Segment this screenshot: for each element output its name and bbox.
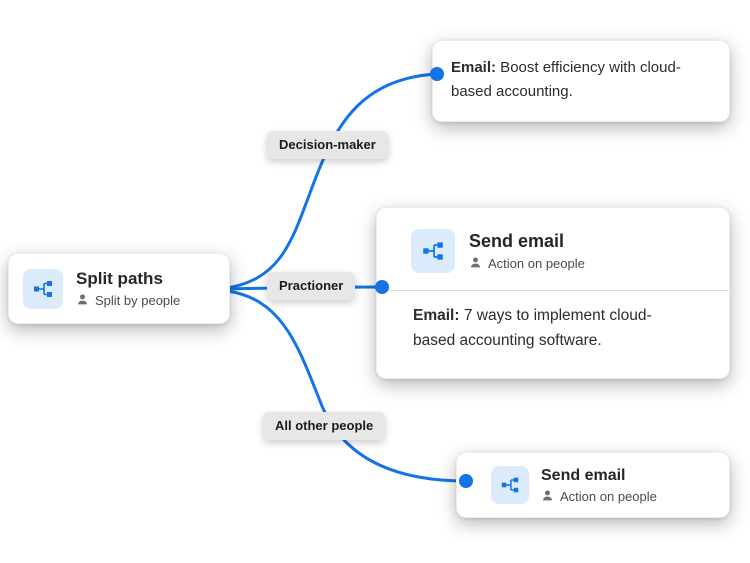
card-email-decision-maker[interactable]: Email: Boost efficiency with cloud-based… [432,40,730,122]
person-icon [76,293,89,308]
node-send-email-practioner[interactable]: Send email Action on people Email: 7 way… [376,207,730,379]
node-split-paths[interactable]: Split paths Split by people [8,253,230,324]
branch-label-practioner[interactable]: Practioner [267,272,356,300]
branch-label-decision-maker[interactable]: Decision-maker [267,131,388,159]
connector-dot-practioner [375,280,389,294]
email-note-text: Email: 7 ways to implement cloud-based a… [413,304,685,354]
email-body: Boost efficiency with cloud-based accoun… [451,59,681,100]
send-email-icon [491,466,529,504]
email-label: Email: [451,59,497,76]
connector-dot-all-other [459,474,473,488]
connector-all-other-people [225,289,468,483]
connector-dot-decision-maker [430,67,444,81]
node-title: Send email [469,230,565,251]
email-note-text: Email: Boost efficiency with cloud-based… [451,56,691,104]
send-email-body: Email: 7 ways to implement cloud-based a… [377,291,729,354]
node-send-email-all-other[interactable]: Send email Action on people [456,452,730,518]
email-body: 7 ways to implement cloud-based accounti… [413,307,652,349]
branch-label-all-other-people[interactable]: All other people [263,412,386,440]
node-subtitle: Action on people [560,489,657,505]
connector-decision-maker [225,72,439,290]
node-subtitle: Action on people [488,256,585,272]
person-icon [469,256,482,271]
split-paths-row: Split paths Split by people [23,254,215,323]
send-email-icon [411,229,455,273]
card-divider [377,290,729,291]
email-label: Email: [413,307,460,324]
send-email-row: Send email Action on people [491,453,715,517]
split-paths-icon [23,268,63,309]
node-subtitle: Split by people [95,293,181,309]
node-title: Split paths [76,268,163,288]
person-icon [541,489,554,504]
send-email-header: Send email Action on people [377,208,729,273]
node-title: Send email [541,466,626,484]
